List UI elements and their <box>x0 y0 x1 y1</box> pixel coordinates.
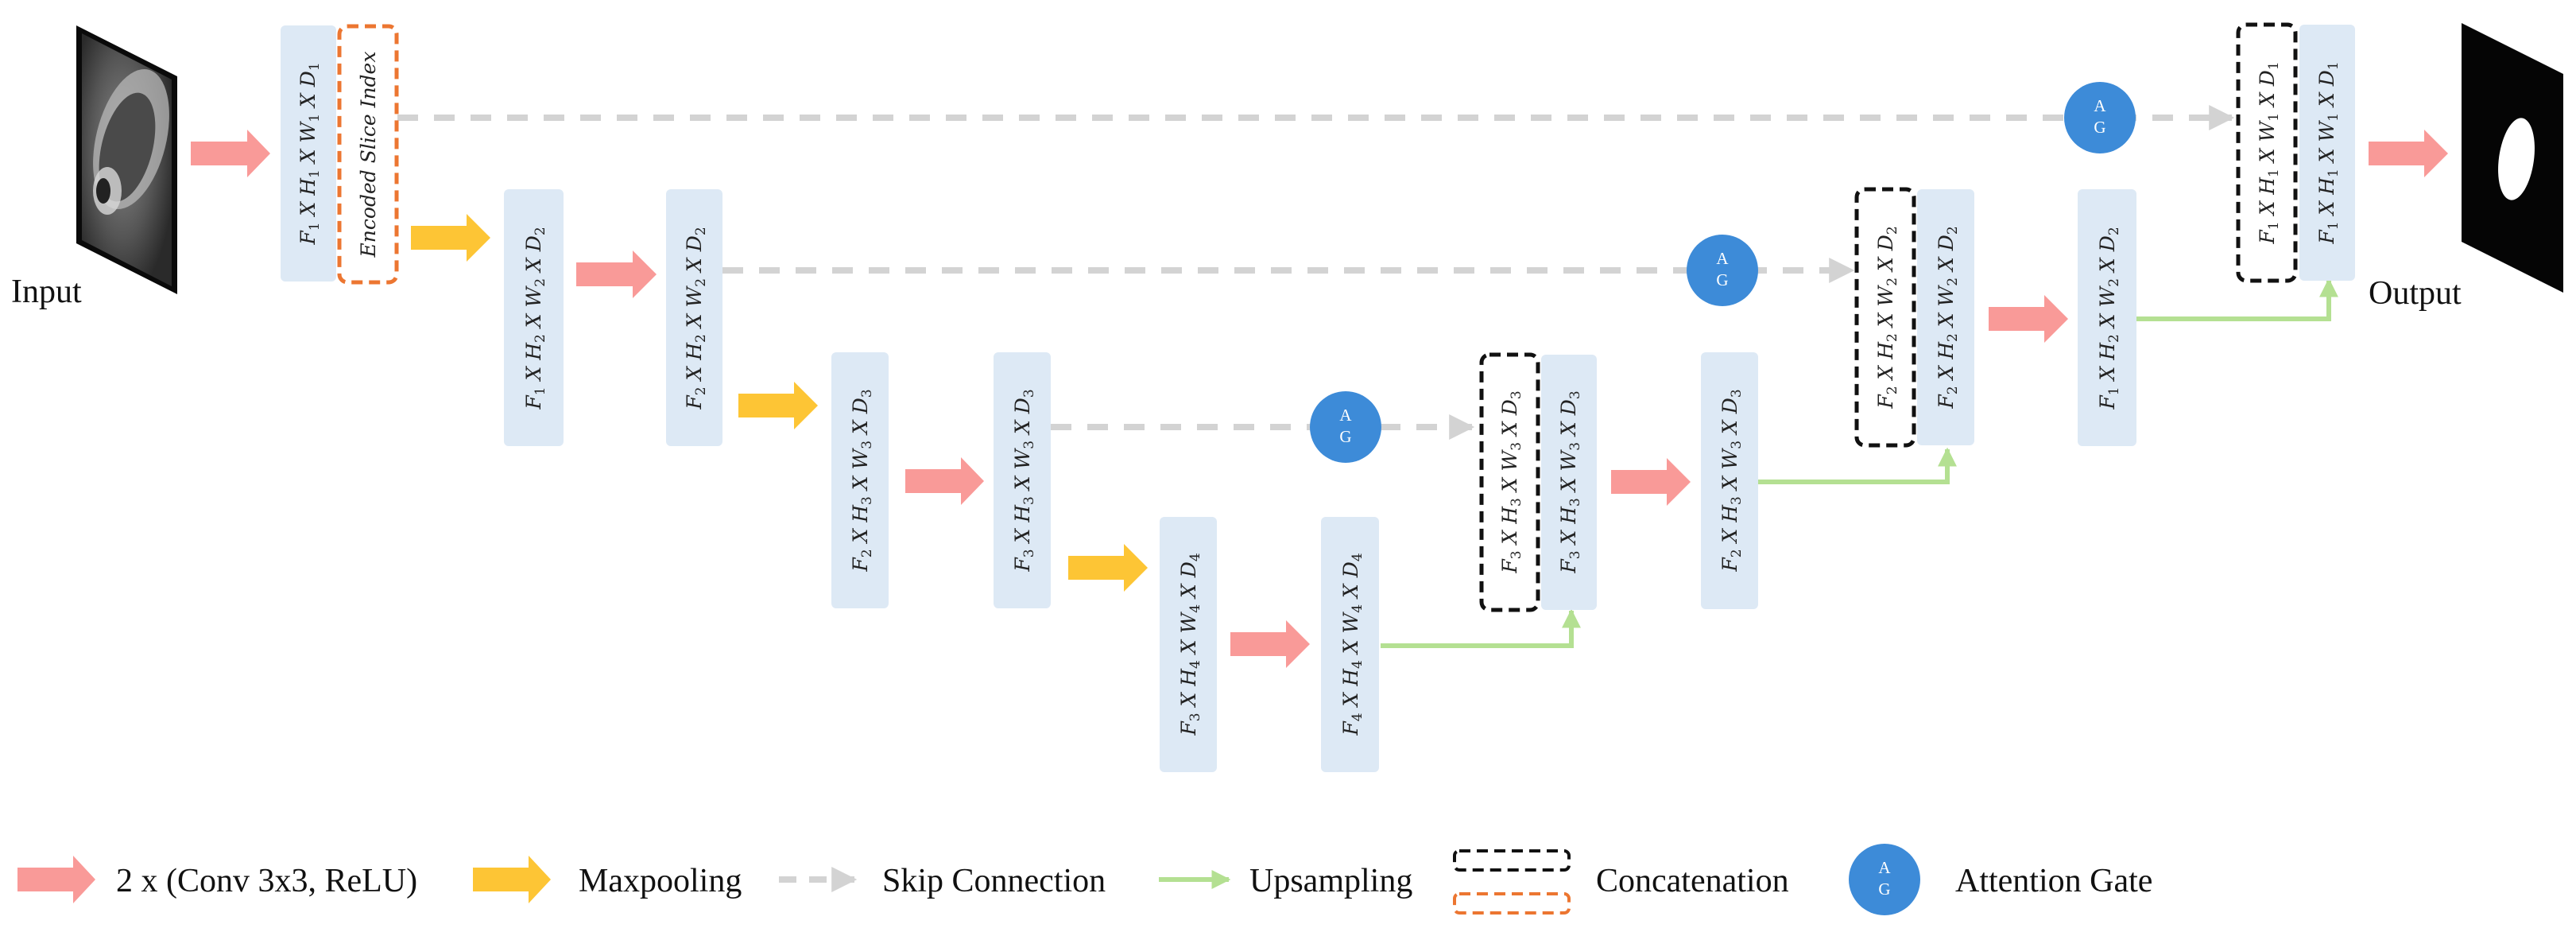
conv-arrow-level-3 <box>905 457 984 505</box>
conv-arrow-bottleneck <box>1230 620 1310 668</box>
legend-upsample: Upsampling <box>1159 863 1412 899</box>
upsample-path-1 <box>1381 608 1581 648</box>
output-label: Output <box>2369 275 2462 312</box>
input-label: Input <box>11 274 82 310</box>
block-enc3b: F3 X H3 X W3 X D3 <box>994 352 1051 608</box>
svg-text:G: G <box>1339 427 1351 446</box>
attention-gate-level-3: A G <box>1310 391 1381 463</box>
block-bottleneck-b-label: F4 X H4 X W4 X D4 <box>1339 553 1365 736</box>
block-enc2b-label: F2 X H2 X W2 X D2 <box>683 227 709 410</box>
block-dec2-up: F2 X H2 X W2 X D2 <box>1917 189 1974 445</box>
legend-attention-label: Attention Gate <box>1955 863 2152 899</box>
legend-attention: A G Attention Gate <box>1849 844 2152 915</box>
block-bottleneck-a: F3 X H4 X W4 X D4 <box>1160 517 1217 772</box>
block-dec1-concat: F1 X H1 X W1 X D1 <box>2236 22 2298 283</box>
input-image <box>76 25 177 294</box>
block-enc3a: F2 X H3 X W3 X D3 <box>831 352 889 608</box>
block-enc1-label: F1 X H1 X W1 X D1 <box>296 62 323 245</box>
block-bottleneck-a-label: F3 X H4 X W4 X D4 <box>1177 553 1203 736</box>
block-dec2-concat: F2 X H2 X W2 X D2 <box>1854 187 1916 448</box>
block-dec3-up-label: F3 X H3 X W3 X D3 <box>1557 390 1583 573</box>
legend-concat: Concatenation <box>1453 849 1789 915</box>
legend-upsample-label: Upsampling <box>1249 863 1412 899</box>
legend-maxpool: Maxpooling <box>473 856 742 903</box>
svg-text:A: A <box>1878 858 1891 877</box>
block-dec2-conv-label: F1 X H2 X W2 X D2 <box>2096 227 2122 410</box>
block-enc3a-label: F2 X H3 X W3 X D3 <box>849 389 875 572</box>
conv-arrow-input <box>191 130 270 177</box>
block-enc2a-label: F1 X H2 X W2 X D2 <box>522 227 548 410</box>
svg-text:G: G <box>1878 880 1890 899</box>
block-dec3-concat-label: F3 X H3 X W3 X D3 <box>1498 390 1524 573</box>
maxpool-arrow-3 <box>1068 544 1148 592</box>
legend-conv-label: 2 x (Conv 3x3, ReLU) <box>116 863 417 899</box>
block-slice-index: Encoded Slice Index <box>337 24 399 285</box>
attention-gate-level-2: A G <box>1687 235 1758 306</box>
legend-concat-label: Concatenation <box>1596 863 1789 899</box>
conv-arrow-output <box>2369 130 2448 177</box>
legend-maxpool-swatch <box>473 856 551 903</box>
block-enc2a: F1 X H2 X W2 X D2 <box>504 189 564 446</box>
maxpool-arrow-2 <box>738 382 818 429</box>
legend-conv: 2 x (Conv 3x3, ReLU) <box>17 856 417 903</box>
upsample-path-3 <box>2136 278 2338 321</box>
legend-attention-swatch <box>1849 844 1920 915</box>
block-dec1-concat-label: F1 X H1 X W1 X D1 <box>2256 61 2282 244</box>
svg-text:A: A <box>2094 96 2106 115</box>
slice-index-label: Encoded Slice Index <box>357 52 380 258</box>
block-dec3-conv-label: F2 X H3 X W3 X D3 <box>1718 389 1745 572</box>
block-dec1-up-label: F1 X H1 X W1 X D1 <box>2315 61 2342 244</box>
legend-skip: Skip Connection <box>779 863 1106 899</box>
upsample-path-2 <box>1758 447 1957 484</box>
conv-arrow-dec3 <box>1611 458 1691 506</box>
maxpool-arrows <box>411 214 1148 592</box>
legend-conv-swatch <box>17 856 95 903</box>
block-dec2-conv: F1 X H2 X W2 X D2 <box>2078 189 2136 446</box>
maxpool-arrow-1 <box>411 214 490 262</box>
block-bottleneck-b: F4 X H4 X W4 X D4 <box>1321 517 1379 772</box>
block-dec3-conv: F2 X H3 X W3 X D3 <box>1701 352 1758 609</box>
block-enc1: F1 X H1 X W1 X D1 <box>281 25 336 282</box>
svg-text:G: G <box>1716 270 1728 289</box>
legend-slice-swatch <box>1453 892 1571 915</box>
conv-arrow-level-2 <box>576 250 657 298</box>
legend-maxpool-label: Maxpooling <box>579 863 742 899</box>
svg-text:A: A <box>1339 406 1352 425</box>
svg-text:A: A <box>1716 249 1729 268</box>
svg-text:G: G <box>2094 118 2105 137</box>
upsampling-paths <box>1381 278 2338 648</box>
legend: 2 x (Conv 3x3, ReLU) Maxpooling Skip Con… <box>17 844 2152 915</box>
block-dec3-concat: F3 X H3 X W3 X D3 <box>1479 352 1540 612</box>
block-dec2-up-label: F2 X H2 X W2 X D2 <box>1935 226 1961 409</box>
block-enc2b: F2 X H2 X W2 X D2 <box>666 189 722 446</box>
block-dec1-up: F1 X H1 X W1 X D1 <box>2299 25 2355 281</box>
block-dec2-concat-label: F2 X H2 X W2 X D2 <box>1874 226 1900 409</box>
conv-arrows <box>191 130 2448 668</box>
legend-skip-label: Skip Connection <box>882 863 1106 899</box>
block-enc3b-label: F3 X H3 X W3 X D3 <box>1011 389 1037 572</box>
skip-connections <box>397 105 2235 440</box>
conv-arrow-dec2 <box>1989 295 2068 343</box>
output-image <box>2462 23 2563 293</box>
block-dec3-up: F3 X H3 X W3 X D3 <box>1541 355 1597 610</box>
legend-concat-swatch <box>1453 849 1571 872</box>
attention-gate-level-1: A G <box>2064 82 2136 153</box>
